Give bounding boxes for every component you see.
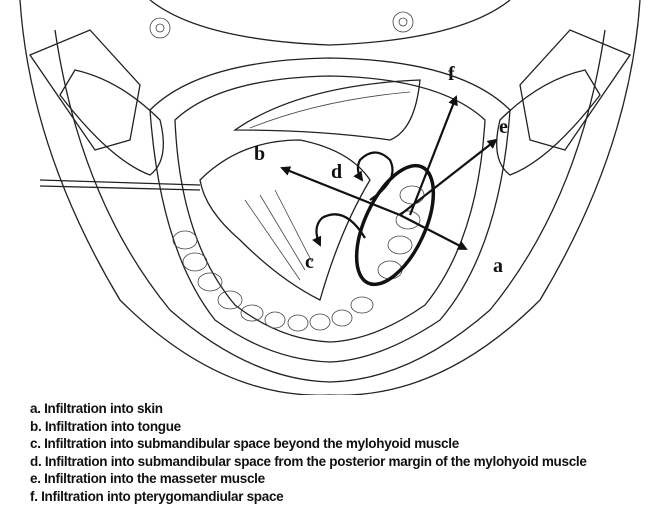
legend-item-e: e. Infiltration into the masseter muscle [30, 471, 265, 487]
legend: a. Infiltration into skin b. Infiltratio… [30, 400, 587, 506]
ear-symbol-left [149, 17, 171, 39]
legend-item-f: f. Infiltration into pterygomandiular sp… [30, 488, 284, 504]
legend-item-d: d. Infiltration into submandibular space… [30, 453, 587, 469]
label-c: c [305, 251, 314, 273]
legend-item-c: c. Infiltration into submandibular space… [30, 436, 459, 452]
label-d: d [331, 161, 342, 183]
arrow-d [353, 151, 394, 201]
label-a: a [493, 255, 503, 277]
tumor-outline [354, 163, 436, 287]
arrow-b [280, 166, 401, 217]
ear-symbol-right [392, 11, 414, 33]
anatomy-outline [19, 0, 641, 395]
label-e: e [499, 116, 508, 138]
oral-anatomy-diagram: a b c d e f [19, 0, 641, 395]
legend-item-a: a. Infiltration into skin [30, 401, 163, 416]
label-f: f [448, 63, 455, 85]
legend-item-b: b. Infiltration into tongue [30, 418, 181, 434]
arrow-f [408, 95, 458, 216]
arrow-c [312, 213, 366, 247]
label-b: b [254, 143, 265, 165]
arrow-a [399, 214, 468, 250]
